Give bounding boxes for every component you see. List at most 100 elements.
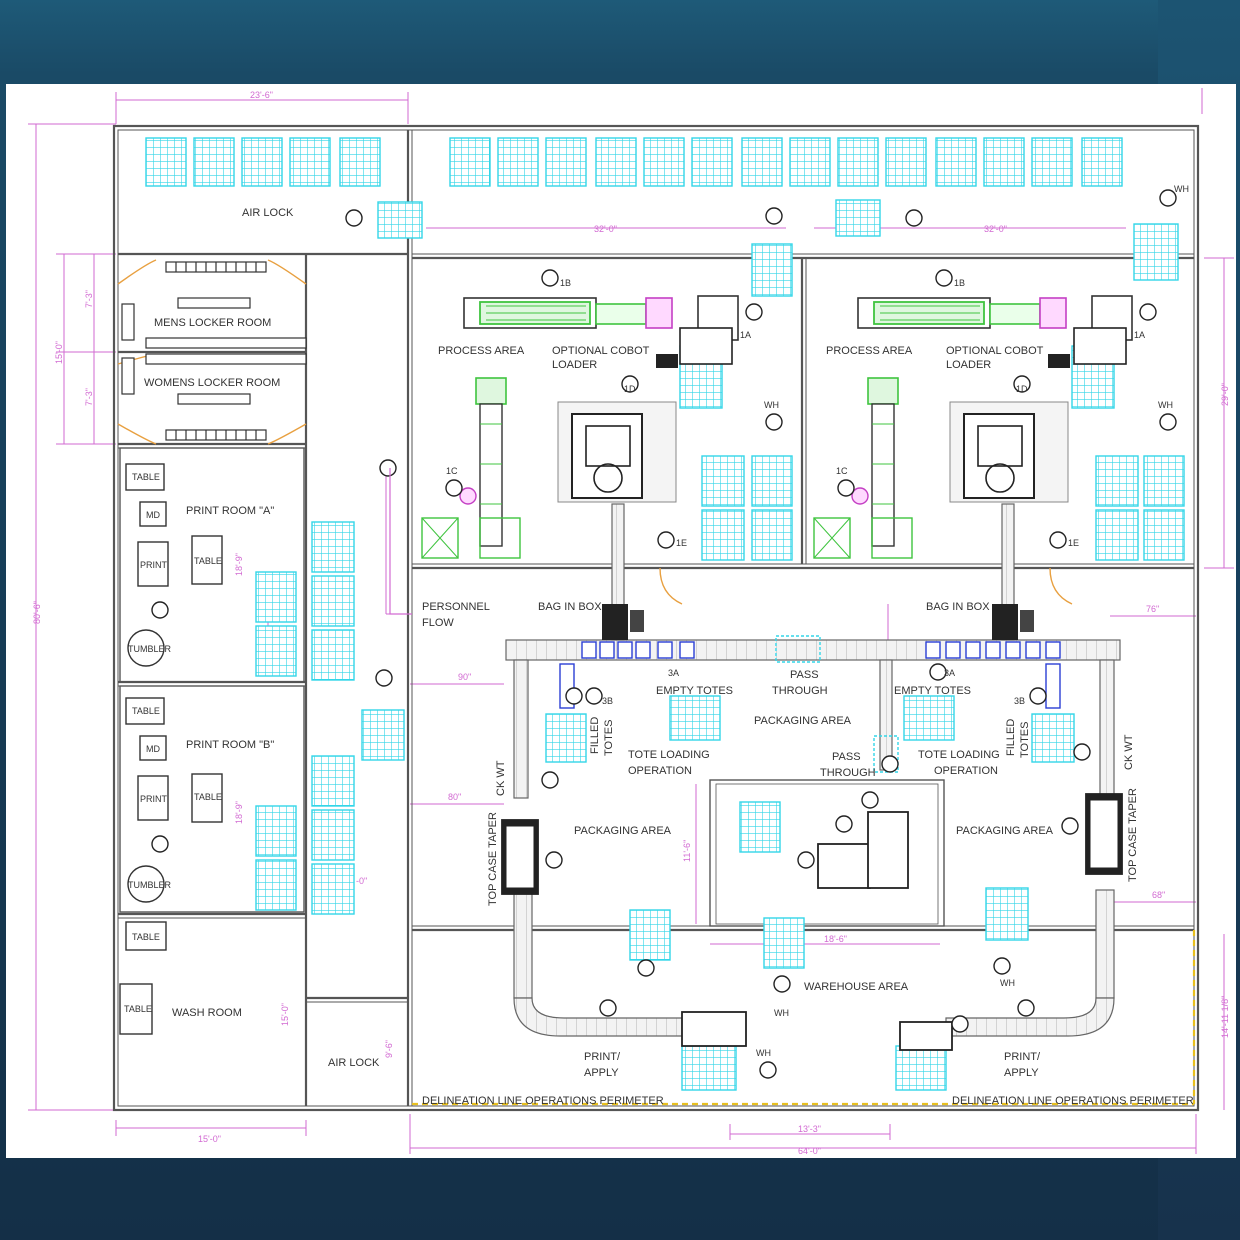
worker-positions <box>151 189 1177 1079</box>
label-cobot-loader-left-1: OPTIONAL COBOT <box>552 345 650 357</box>
label-process-area-left: PROCESS AREA <box>438 345 525 357</box>
label-print: PRINT <box>140 794 168 804</box>
floor-plan-drawing: 23'-6" 32'-0" 32'-0" 80'-6" 15'-0" 7'-3"… <box>28 88 1234 1156</box>
label-print-room-a: PRINT ROOM "A" <box>186 505 274 517</box>
label-table: TABLE <box>132 472 160 482</box>
dim-overall-height: 80'-6" <box>32 601 42 624</box>
dim-68: 68" <box>1152 890 1165 900</box>
label-filled-totes-right-1: FILLED <box>1005 719 1017 756</box>
dim-locker-b: 7'-3" <box>84 388 94 406</box>
label-mens-locker: MENS LOCKER ROOM <box>154 317 271 329</box>
label-tote-loading-right-1: TOTE LOADING <box>918 749 1000 761</box>
dimension-labels: 23'-6" 32'-0" 32'-0" 80'-6" 15'-0" 7'-3"… <box>32 90 1230 1156</box>
label-tote-loading-right-2: OPERATION <box>934 765 998 777</box>
label-print-apply-right-1: PRINT/ <box>1004 1051 1041 1063</box>
station-labels: 1B 1B 1A 1A 1D 1D 1C 1C 1E 1E 3A 3A 3B 3… <box>446 184 1189 1058</box>
dim-76: 76" <box>1146 604 1159 614</box>
label-air-lock-top: AIR LOCK <box>242 207 294 219</box>
label-station-1e: 1E <box>1068 538 1079 548</box>
label-top-case-taper-left: TOP CASE TAPER <box>487 812 499 906</box>
label-packaging-area-right: PACKAGING AREA <box>956 825 1054 837</box>
dim-right-upper: 29'-0" <box>1220 383 1230 406</box>
label-pass-through-mid-1: PASS <box>832 751 861 763</box>
label-ck-wt-left: CK WT <box>495 760 507 796</box>
dim-bottom-center: 13'-3" <box>798 1124 821 1134</box>
label-station-1b: 1B <box>560 278 571 288</box>
dim-18-6: 18'-6" <box>824 934 847 944</box>
label-print-apply-right-2: APPLY <box>1004 1067 1039 1079</box>
label-filled-totes-left-1: FILLED <box>589 717 601 754</box>
label-station-wh: WH <box>1174 184 1189 194</box>
dim-corridor: -0" <box>356 876 367 886</box>
label-cobot-loader-right-1: OPTIONAL COBOT <box>946 345 1044 357</box>
pass-through-window <box>775 635 899 773</box>
room-furniture <box>119 463 223 1035</box>
dim-bottom-total: 64'-0" <box>798 1146 821 1156</box>
label-station-1d: 1D <box>624 384 636 394</box>
label-station-3a: 3A <box>944 668 955 678</box>
dim-right-lower: 14'-11 1/8" <box>1220 996 1230 1038</box>
dim-wash: 15'-0" <box>280 1003 290 1026</box>
label-tote-loading-left-1: TOTE LOADING <box>628 749 710 761</box>
lockers <box>121 261 307 441</box>
label-bag-in-box-right: BAG IN BOX <box>926 601 990 613</box>
label-personnel-flow-1: PERSONNEL <box>422 601 490 613</box>
label-station-3a: 3A <box>668 668 679 678</box>
label-station-1a: 1A <box>1134 330 1145 340</box>
label-station-wh: WH <box>756 1048 771 1058</box>
label-bag-in-box-left: BAG IN BOX <box>538 601 602 613</box>
conveyors <box>505 503 1121 1037</box>
label-pass-through-mid-2: THROUGH <box>820 767 876 779</box>
dim-9-6: 9'-6" <box>384 1040 394 1058</box>
label-table: TABLE <box>194 556 222 566</box>
label-empty-totes-left: EMPTY TOTES <box>656 685 733 697</box>
label-print-apply-left-2: APPLY <box>584 1067 619 1079</box>
dim-print-a: 18'-9" <box>234 553 244 576</box>
label-md: MD <box>146 510 160 520</box>
process-line-right <box>813 295 1133 640</box>
dim-locker-a: 7'-3" <box>84 290 94 308</box>
label-filled-totes-right-2: TOTES <box>1019 722 1031 758</box>
label-womens-locker: WOMENS LOCKER ROOM <box>144 377 280 389</box>
dim-bottom-left: 15'-0" <box>198 1134 221 1144</box>
tote-positions <box>559 641 1061 709</box>
label-cobot-loader-right-2: LOADER <box>946 359 991 371</box>
label-delineation-left: DELINEATION LINE OPERATIONS PERIMETER <box>422 1095 664 1107</box>
label-packaging-area-left: PACKAGING AREA <box>574 825 672 837</box>
label-packaging-area-center: PACKAGING AREA <box>754 715 852 727</box>
label-process-area-right: PROCESS AREA <box>826 345 913 357</box>
label-table: TABLE <box>132 932 160 942</box>
label-filled-totes-left-2: TOTES <box>603 720 615 756</box>
label-delineation-right: DELINEATION LINE OPERATIONS PERIMETER <box>952 1095 1194 1107</box>
equipment-labels: TABLE MD PRINT TABLE TUMBLER TABLE MD PR… <box>124 472 222 1014</box>
label-personnel-flow-2: FLOW <box>422 617 454 629</box>
label-md: MD <box>146 744 160 754</box>
packaging-machines <box>501 793 1123 1051</box>
personnel-flow-line <box>389 468 412 615</box>
label-empty-totes-right: EMPTY TOTES <box>894 685 971 697</box>
dim-span-left: 32'-0" <box>594 224 617 234</box>
dim-span-right: 32'-0" <box>984 224 1007 234</box>
label-print-apply-left-1: PRINT/ <box>584 1051 621 1063</box>
label-tumbler: TUMBLER <box>128 644 172 654</box>
label-station-1e: 1E <box>676 538 687 548</box>
label-pass-through-top-2: THROUGH <box>772 685 828 697</box>
label-print-room-b: PRINT ROOM "B" <box>186 739 274 751</box>
label-station-wh: WH <box>764 400 779 410</box>
label-station-1c: 1C <box>836 466 848 476</box>
label-print: PRINT <box>140 560 168 570</box>
label-station-1b: 1B <box>954 278 965 288</box>
label-table: TABLE <box>194 792 222 802</box>
delineation-line <box>412 930 1196 1106</box>
dim-print-b: 18'-9" <box>234 801 244 824</box>
label-station-1d: 1D <box>1016 384 1028 394</box>
dim-11-6: 11'-6" <box>682 840 692 862</box>
label-station-1a: 1A <box>740 330 751 340</box>
room-labels: AIR LOCK MENS LOCKER ROOM WOMENS LOCKER … <box>144 207 1054 1069</box>
dim-locker-total: 15'-0" <box>54 341 64 364</box>
floor-plan-sheet: 23'-6" 32'-0" 32'-0" 80'-6" 15'-0" 7'-3"… <box>6 84 1236 1158</box>
label-wash-room: WASH ROOM <box>172 1007 242 1019</box>
label-station-wh: WH <box>774 1008 789 1018</box>
label-ck-wt-right: CK WT <box>1123 734 1135 770</box>
label-table: TABLE <box>124 1004 152 1014</box>
